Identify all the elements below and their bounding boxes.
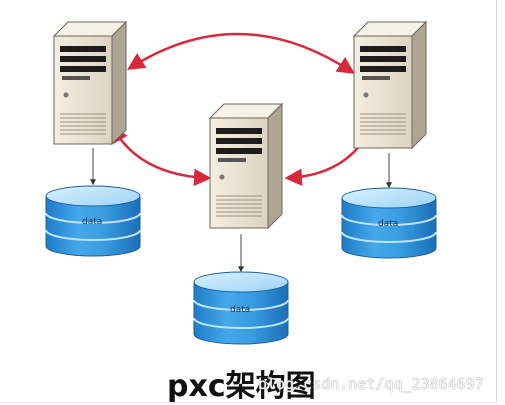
server-db-connectors <box>90 148 392 273</box>
arrow-left-center <box>111 124 212 187</box>
diagram-title: pxc架构图 <box>167 369 316 404</box>
database-right: data <box>341 187 437 259</box>
watermark-text: blog.csdn.net/qq_23864697 <box>258 375 484 393</box>
database-center: data <box>193 271 289 345</box>
server-center <box>208 102 284 230</box>
database-left: data <box>45 185 141 257</box>
server-right <box>352 20 428 150</box>
database-label: data <box>378 219 398 229</box>
database-label: data <box>82 217 102 227</box>
server-left <box>52 20 128 146</box>
database-label: data <box>230 305 250 315</box>
arrow-left-right <box>127 32 355 74</box>
